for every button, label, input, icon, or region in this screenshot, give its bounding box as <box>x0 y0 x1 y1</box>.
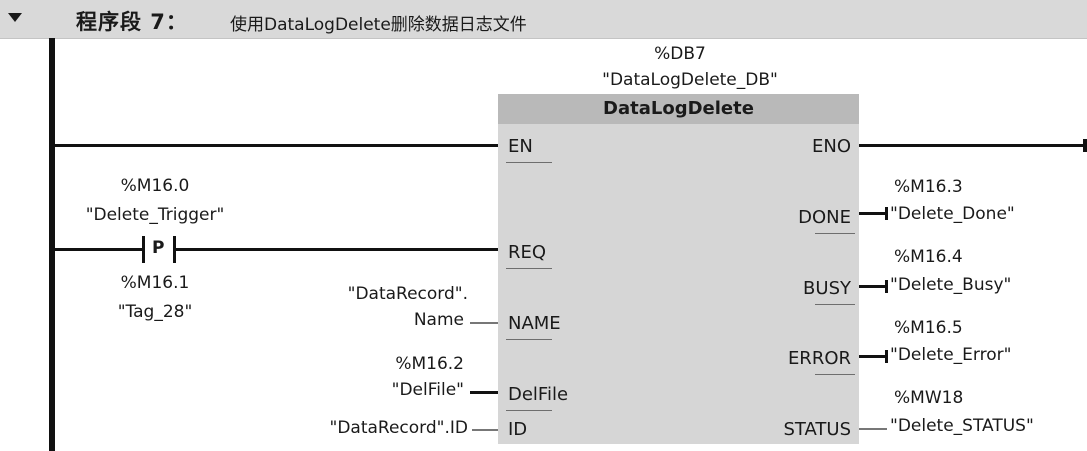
network-title: 程序段 7： <box>76 10 188 34</box>
done-name[interactable]: "Delete_Done" <box>890 204 1015 224</box>
req-wire-right <box>176 248 498 251</box>
datalogdelete-block[interactable]: DataLogDelete EN ENO DONE REQ BUSY NAME … <box>498 94 859 444</box>
status-address[interactable]: %MW18 <box>894 388 964 408</box>
instance-db-address[interactable]: %DB7 <box>654 44 706 64</box>
contact-name[interactable]: "Delete_Trigger" <box>85 205 225 225</box>
pin-delfile-underline <box>506 410 552 411</box>
error-address[interactable]: %M16.5 <box>894 318 963 338</box>
pin-name-underline <box>506 339 552 340</box>
power-rail <box>49 38 55 451</box>
delfile-param-name[interactable]: "DelFile" <box>391 380 464 400</box>
busy-name[interactable]: "Delete_Busy" <box>890 275 1012 295</box>
pin-busy[interactable]: BUSY <box>803 278 851 299</box>
pin-status[interactable]: STATUS <box>783 419 851 440</box>
delfile-param-address[interactable]: %M16.2 <box>395 354 464 374</box>
eno-output-wire <box>859 144 1087 147</box>
instance-db-name[interactable]: "DataLogDelete_DB" <box>602 70 778 90</box>
pin-eno[interactable]: ENO <box>811 136 851 157</box>
busy-address[interactable]: %M16.4 <box>894 247 963 267</box>
pin-req-underline <box>506 268 552 269</box>
pin-req[interactable]: REQ <box>508 242 547 263</box>
p-contact-right-bar <box>173 236 176 263</box>
en-rung-wire <box>55 144 498 147</box>
name-param-line2[interactable]: Name <box>413 310 464 330</box>
edge-address[interactable]: %M16.1 <box>120 273 190 293</box>
status-wire <box>859 428 887 430</box>
block-title: DataLogDelete <box>498 94 859 124</box>
p-contact-symbol[interactable]: P <box>152 238 165 258</box>
busy-wire-tick <box>885 280 888 293</box>
pin-delfile[interactable]: DelFile <box>508 384 569 405</box>
pin-busy-underline <box>815 304 855 305</box>
edge-name[interactable]: "Tag_28" <box>117 302 193 322</box>
pin-done-underline <box>815 233 855 234</box>
id-param-wire <box>472 429 498 431</box>
pin-en-underline <box>506 162 552 163</box>
name-param-wire <box>470 322 498 324</box>
pin-en[interactable]: EN <box>508 136 533 157</box>
done-wire-tick <box>885 207 888 220</box>
error-wire <box>859 355 887 358</box>
name-param-line1[interactable]: "DataRecord". <box>347 284 468 304</box>
req-wire-left <box>55 248 144 251</box>
contact-address[interactable]: %M16.0 <box>120 176 190 196</box>
collapse-triangle-icon[interactable] <box>8 13 22 22</box>
network-header: 程序段 7： 使用DataLogDelete删除数据日志文件 <box>0 0 1087 39</box>
eno-wire-end <box>1083 139 1087 152</box>
pin-error-underline <box>815 374 855 375</box>
error-name[interactable]: "Delete_Error" <box>890 345 1012 365</box>
p-contact-left-bar <box>142 236 145 263</box>
done-wire <box>859 212 887 215</box>
busy-wire <box>859 285 887 288</box>
status-name[interactable]: "Delete_STATUS" <box>890 416 1034 436</box>
network-comment[interactable]: 使用DataLogDelete删除数据日志文件 <box>230 15 527 35</box>
done-address[interactable]: %M16.3 <box>894 177 963 197</box>
pin-done[interactable]: DONE <box>798 207 851 228</box>
pin-id[interactable]: ID <box>508 419 528 440</box>
delfile-param-wire <box>470 391 498 394</box>
error-wire-tick <box>885 350 888 363</box>
id-param-value[interactable]: "DataRecord".ID <box>329 418 468 438</box>
pin-error[interactable]: ERROR <box>787 348 851 369</box>
pin-name[interactable]: NAME <box>508 313 561 334</box>
